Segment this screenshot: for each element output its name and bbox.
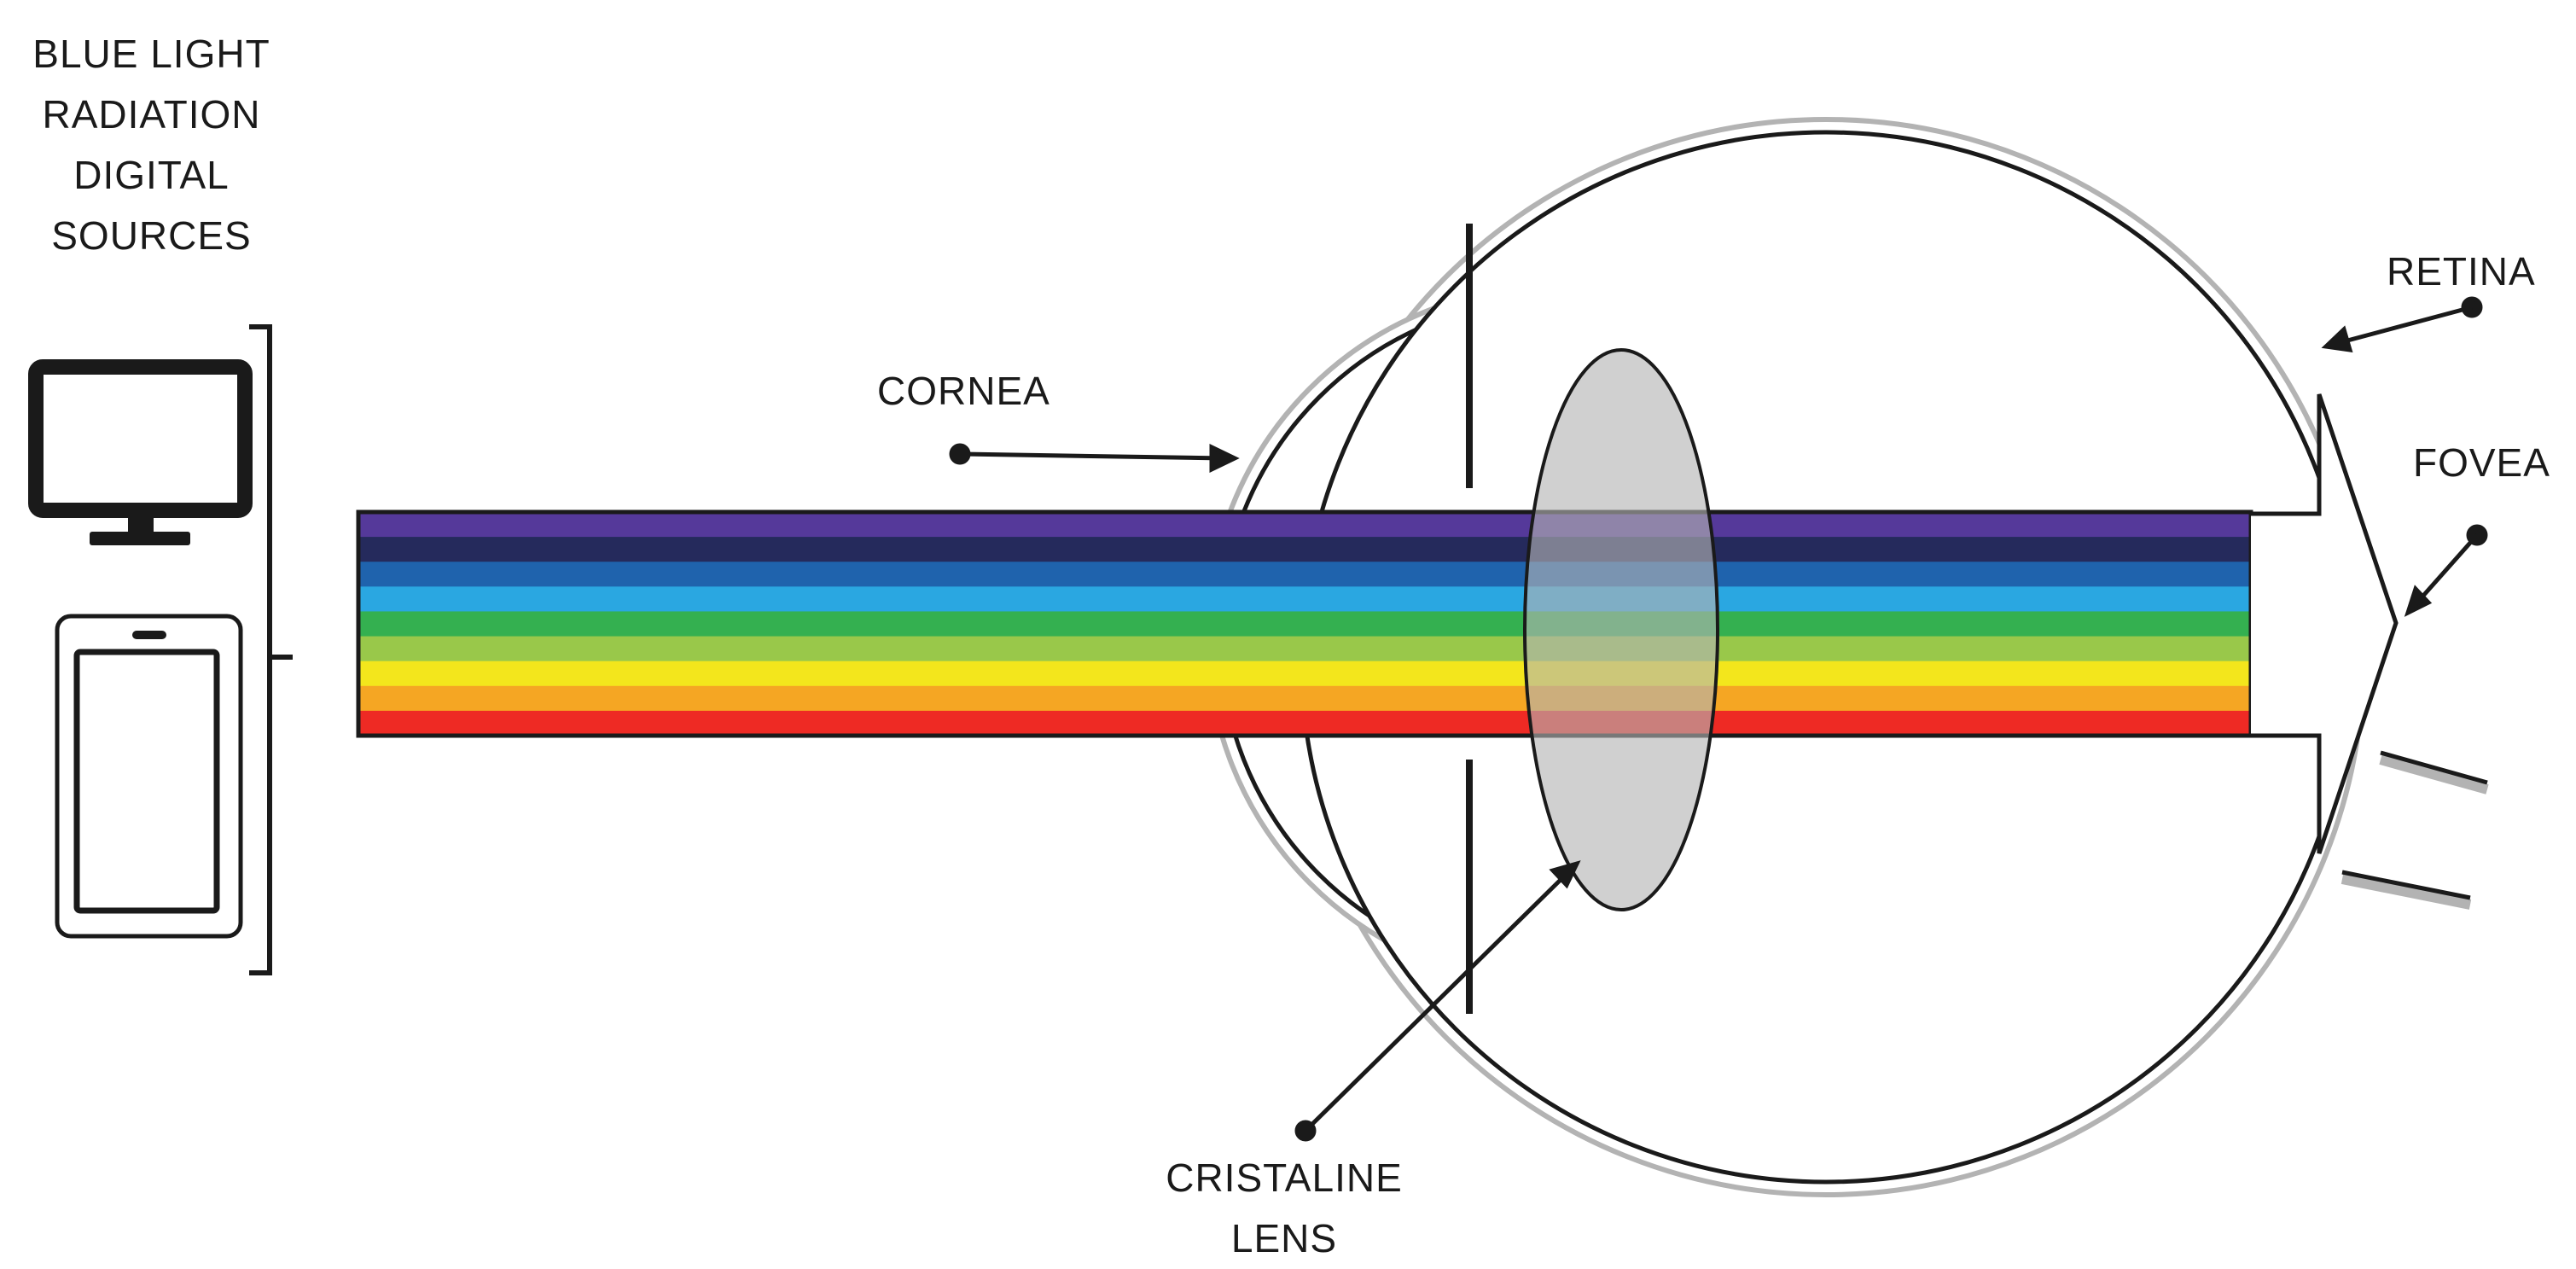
spectrum-band: [358, 661, 2251, 687]
source-title-line: BLUE LIGHT: [32, 32, 270, 76]
spectrum-band: [358, 512, 2251, 538]
spectrum-band: [358, 636, 2251, 662]
lens-label-line: LENS: [1230, 1216, 1338, 1260]
spectrum-band: [358, 685, 2251, 712]
source-title-line: RADIATION: [42, 92, 261, 137]
spectrum-band: [358, 710, 2251, 736]
monitor-icon: [28, 359, 253, 545]
optic-nerve: [2340, 750, 2489, 910]
lens-label: CRISTALINE LENS: [1156, 1148, 1412, 1269]
eyeball: [1205, 117, 2366, 1197]
fovea-label: FOVEA: [2413, 440, 2550, 485]
retina-pointer: [2321, 296, 2483, 353]
fovea-pointer: [2404, 524, 2488, 617]
cornea-pointer: [949, 443, 1240, 473]
source-title-line: SOURCES: [51, 213, 252, 258]
spectrum-band: [358, 586, 2251, 613]
tablet-icon: [55, 614, 243, 939]
source-title: BLUE LIGHT RADIATION DIGITAL SOURCES: [13, 24, 290, 266]
cornea-label: CORNEA: [877, 369, 1050, 413]
spectrum-band: [358, 537, 2251, 562]
cristaline-lens: [1523, 348, 1719, 911]
retina-label: RETINA: [2387, 249, 2536, 294]
source-title-line: DIGITAL: [73, 153, 230, 197]
devices-bracket: [249, 324, 293, 975]
pointer-lines: [949, 296, 2488, 1142]
lens-label-line: CRISTALINE: [1166, 1155, 1403, 1200]
lens-pointer: [1294, 860, 1581, 1142]
spectrum-band: [358, 611, 2251, 637]
light-spectrum-beam: [358, 512, 2251, 736]
spectrum-band: [358, 562, 2251, 587]
focus-cone: [2251, 393, 2399, 854]
